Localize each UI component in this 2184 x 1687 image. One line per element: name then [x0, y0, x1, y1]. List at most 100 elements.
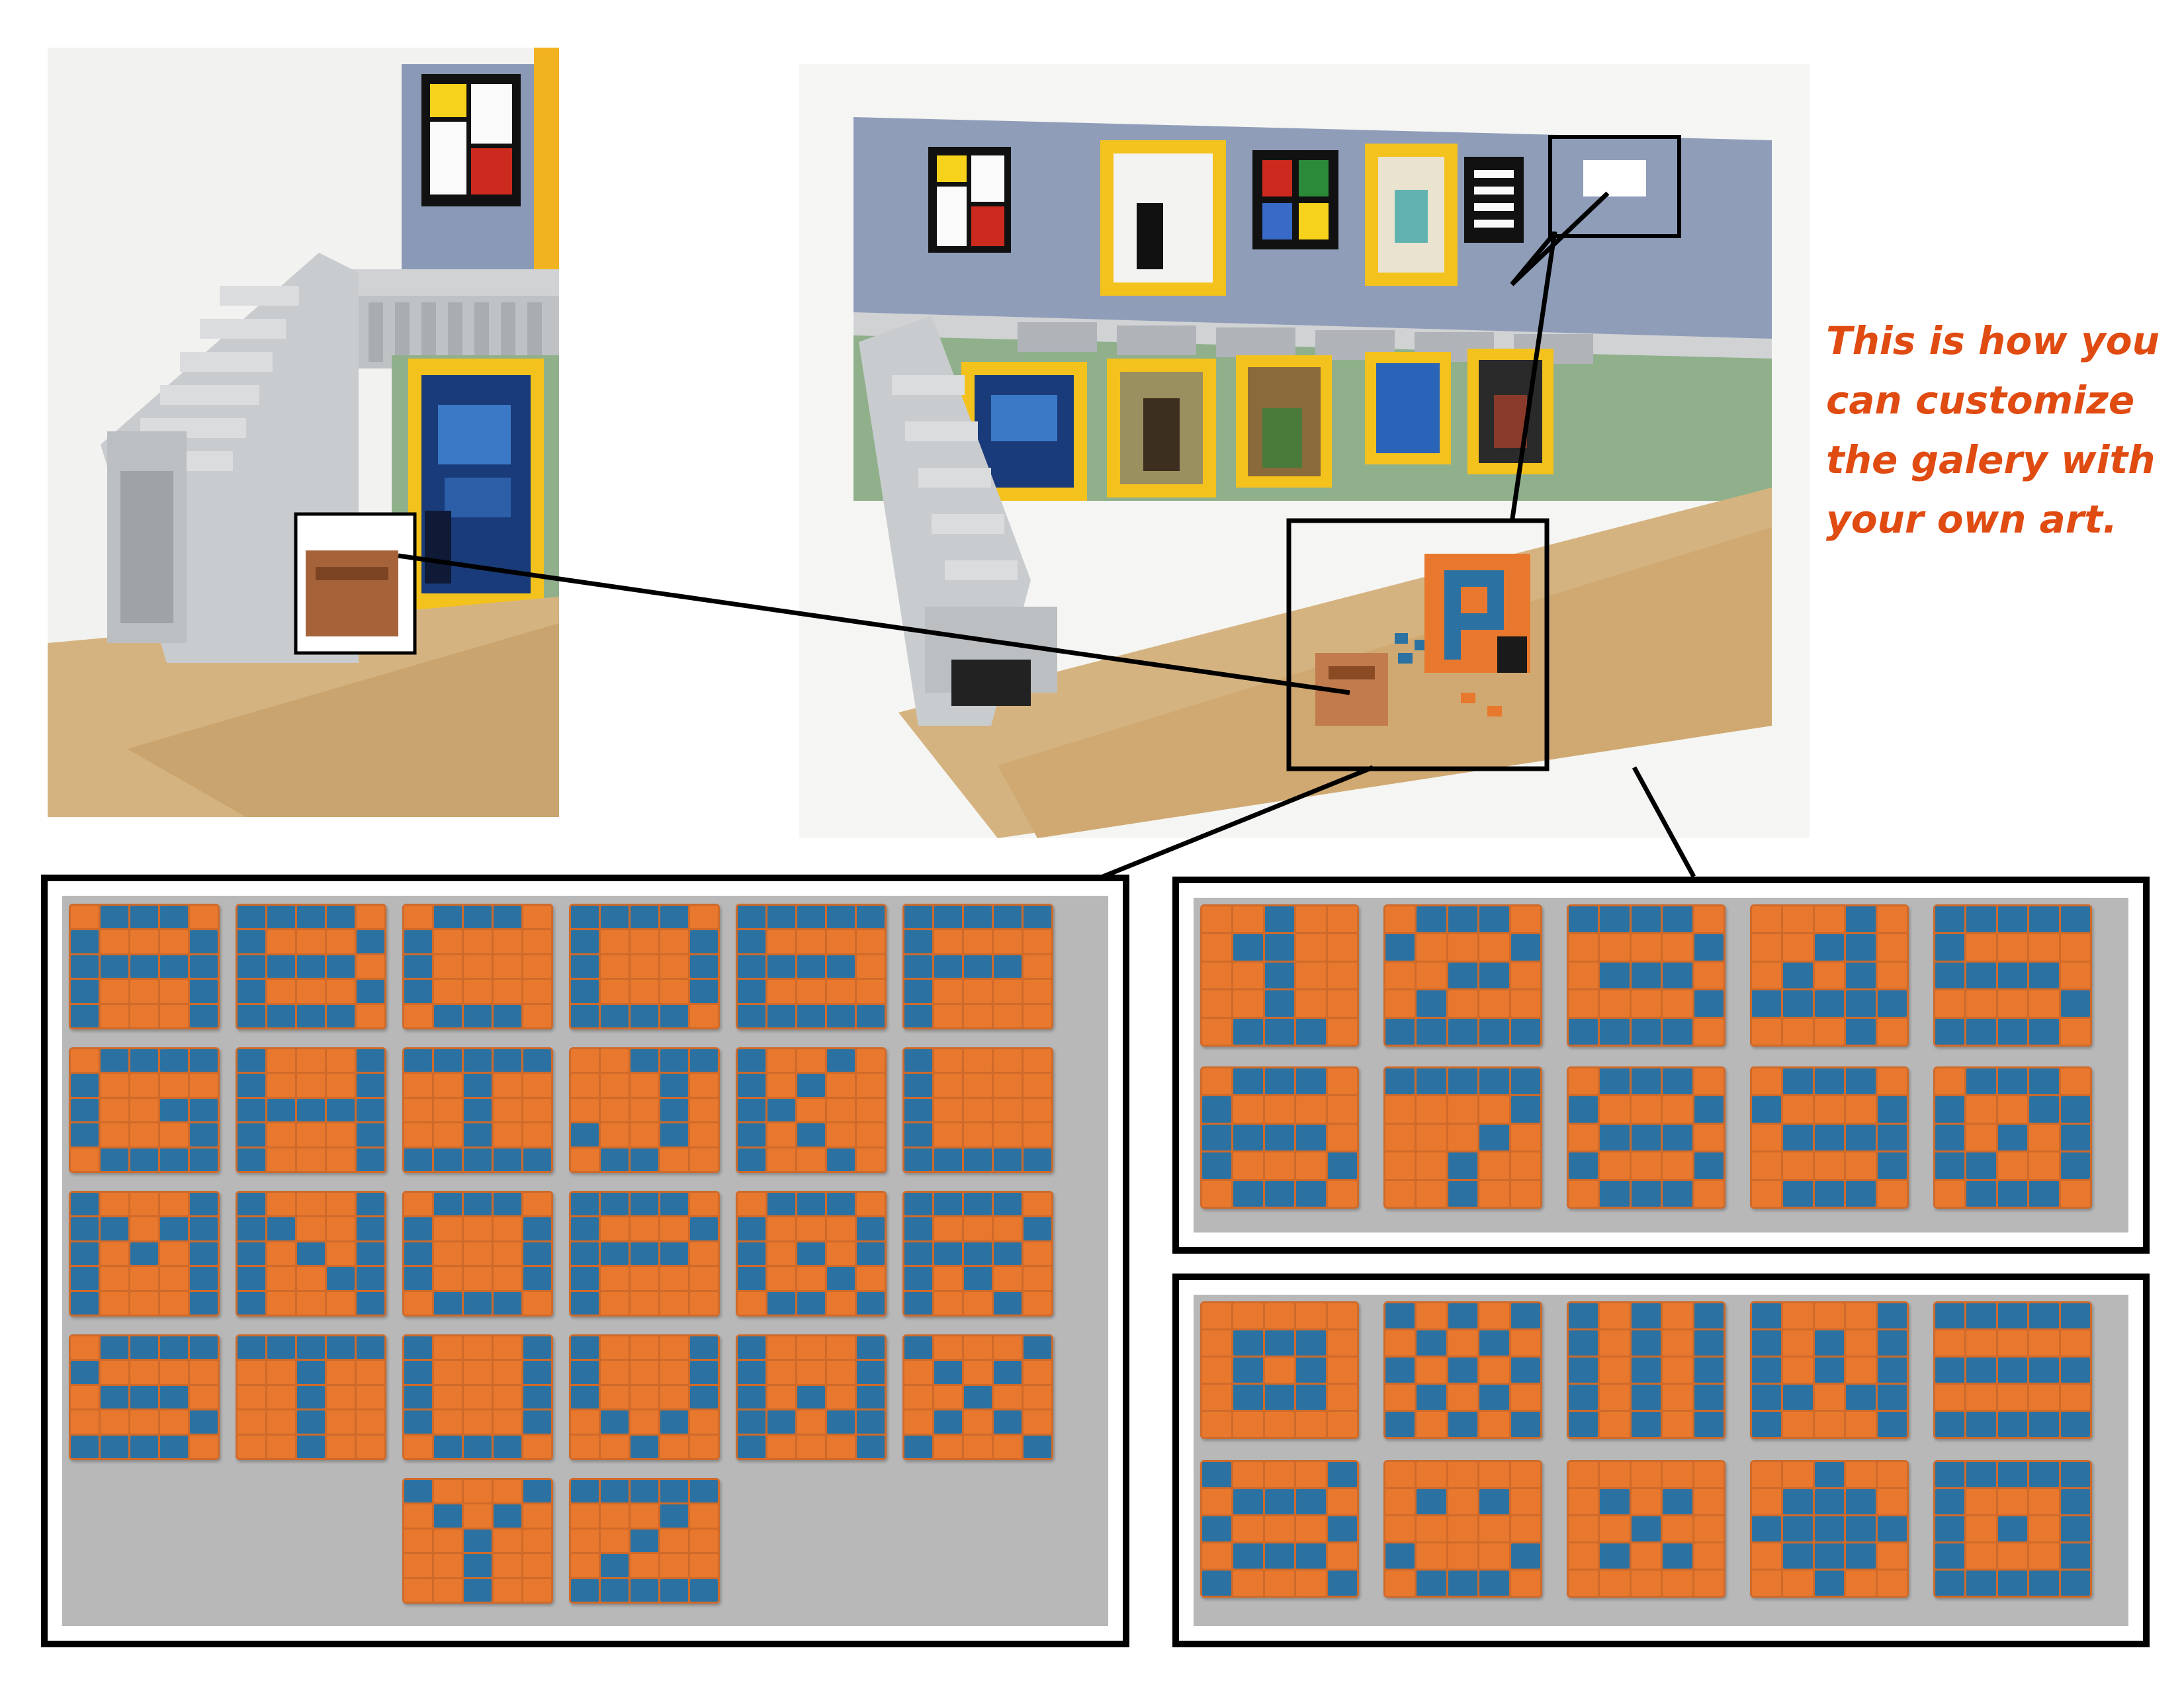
blue-stud	[1448, 906, 1478, 933]
orange-stud	[1417, 934, 1446, 961]
blue-stud	[827, 1267, 855, 1290]
orange-stud	[1600, 1571, 1630, 1596]
orange-stud	[1417, 1303, 1446, 1328]
blue-stud	[101, 1435, 128, 1458]
blue-stud	[827, 1193, 855, 1216]
blue-stud	[2060, 1152, 2090, 1179]
orange-stud	[297, 980, 325, 1003]
orange-stud	[464, 1361, 492, 1384]
blue-stud	[767, 1193, 795, 1216]
orange-stud	[71, 1336, 99, 1360]
orange-stud	[1202, 1489, 1232, 1514]
blue-stud	[631, 1004, 658, 1027]
blue-stud	[738, 1098, 765, 1122]
orange-stud	[767, 1049, 795, 1072]
blue-stud	[1202, 1516, 1232, 1541]
orange-stud	[1327, 1412, 1357, 1437]
blue-stud	[464, 1193, 492, 1216]
blue-stud	[1233, 1018, 1263, 1045]
blue-stud	[1966, 1462, 1996, 1487]
blue-stud	[1385, 1068, 1415, 1095]
blue-stud	[1752, 1096, 1782, 1123]
orange-stud	[994, 980, 1022, 1003]
blue-stud	[1296, 1489, 1326, 1514]
blue-stud	[190, 1291, 218, 1315]
blue-stud	[904, 1004, 932, 1027]
orange-stud	[464, 1242, 492, 1266]
orange-stud	[1479, 1516, 1509, 1541]
orange-stud	[190, 1385, 218, 1409]
orange-stud	[1233, 1516, 1263, 1541]
orange-stud	[964, 1049, 992, 1072]
blue-stud	[357, 1291, 384, 1315]
blue-stud	[1877, 1385, 1907, 1410]
blue-stud	[1846, 1068, 1876, 1095]
orange-stud	[297, 1267, 325, 1290]
mosaic-tile	[236, 1334, 386, 1460]
blue-stud	[1417, 990, 1446, 1017]
blue-stud	[1783, 1180, 1813, 1207]
orange-stud	[690, 1098, 718, 1122]
blue-stud	[1569, 1303, 1598, 1328]
orange-stud	[1877, 1543, 1907, 1569]
orange-stud	[857, 1049, 885, 1072]
orange-stud	[1569, 1571, 1598, 1596]
orange-stud	[994, 1336, 1022, 1360]
orange-stud	[1202, 1068, 1232, 1095]
orange-stud	[1202, 1180, 1232, 1207]
orange-stud	[1814, 1385, 1845, 1410]
blue-stud	[1694, 1385, 1724, 1410]
mosaic-tile	[569, 1478, 720, 1604]
blue-stud	[690, 1049, 718, 1072]
blue-stud	[631, 1193, 658, 1216]
blue-stud	[1327, 1462, 1357, 1487]
orange-stud	[601, 1361, 629, 1384]
letters-panel	[41, 875, 1129, 1647]
orange-stud	[767, 1074, 795, 1097]
orange-stud	[327, 1242, 355, 1266]
blue-stud	[1417, 1571, 1446, 1596]
blue-stud	[2060, 906, 2090, 933]
orange-stud	[267, 1267, 295, 1290]
blue-stud	[190, 1098, 218, 1122]
blue-stud	[690, 1385, 718, 1409]
blue-stud	[1663, 1124, 1692, 1151]
blue-stud	[767, 1410, 795, 1434]
blue-stud	[1997, 1571, 2028, 1596]
orange-stud	[601, 1529, 629, 1553]
orange-stud	[267, 980, 295, 1003]
blue-stud	[190, 1193, 218, 1216]
mosaic-tile	[69, 1191, 220, 1317]
orange-stud	[1600, 1385, 1630, 1410]
orange-stud	[1694, 1124, 1724, 1151]
blue-stud	[1935, 1516, 1965, 1541]
blue-stud	[1966, 1303, 1996, 1328]
orange-stud	[1997, 1096, 2028, 1123]
orange-stud	[1510, 1124, 1540, 1151]
orange-stud	[767, 1242, 795, 1266]
blue-stud	[1296, 1358, 1326, 1383]
orange-stud	[1631, 1571, 1661, 1596]
blue-stud	[738, 1148, 765, 1171]
orange-stud	[1569, 962, 1598, 989]
orange-stud	[190, 1435, 218, 1458]
orange-stud	[434, 1480, 462, 1503]
orange-stud	[267, 1123, 295, 1146]
orange-stud	[1264, 1571, 1295, 1596]
blue-stud	[1600, 1124, 1630, 1151]
blue-stud	[1296, 1543, 1326, 1569]
blue-stud	[1479, 1571, 1509, 1596]
orange-stud	[1202, 934, 1232, 961]
orange-stud	[130, 1267, 158, 1290]
orange-stud	[994, 1098, 1022, 1122]
orange-stud	[327, 980, 355, 1003]
orange-stud	[1233, 990, 1263, 1017]
blue-stud	[690, 1217, 718, 1240]
orange-stud	[523, 1123, 551, 1146]
blue-stud	[994, 1410, 1022, 1434]
blue-stud	[1202, 1462, 1232, 1487]
blue-stud	[738, 1267, 765, 1290]
blue-stud	[1846, 1516, 1876, 1541]
blue-stud	[660, 1123, 688, 1146]
blue-stud	[1510, 1068, 1540, 1095]
